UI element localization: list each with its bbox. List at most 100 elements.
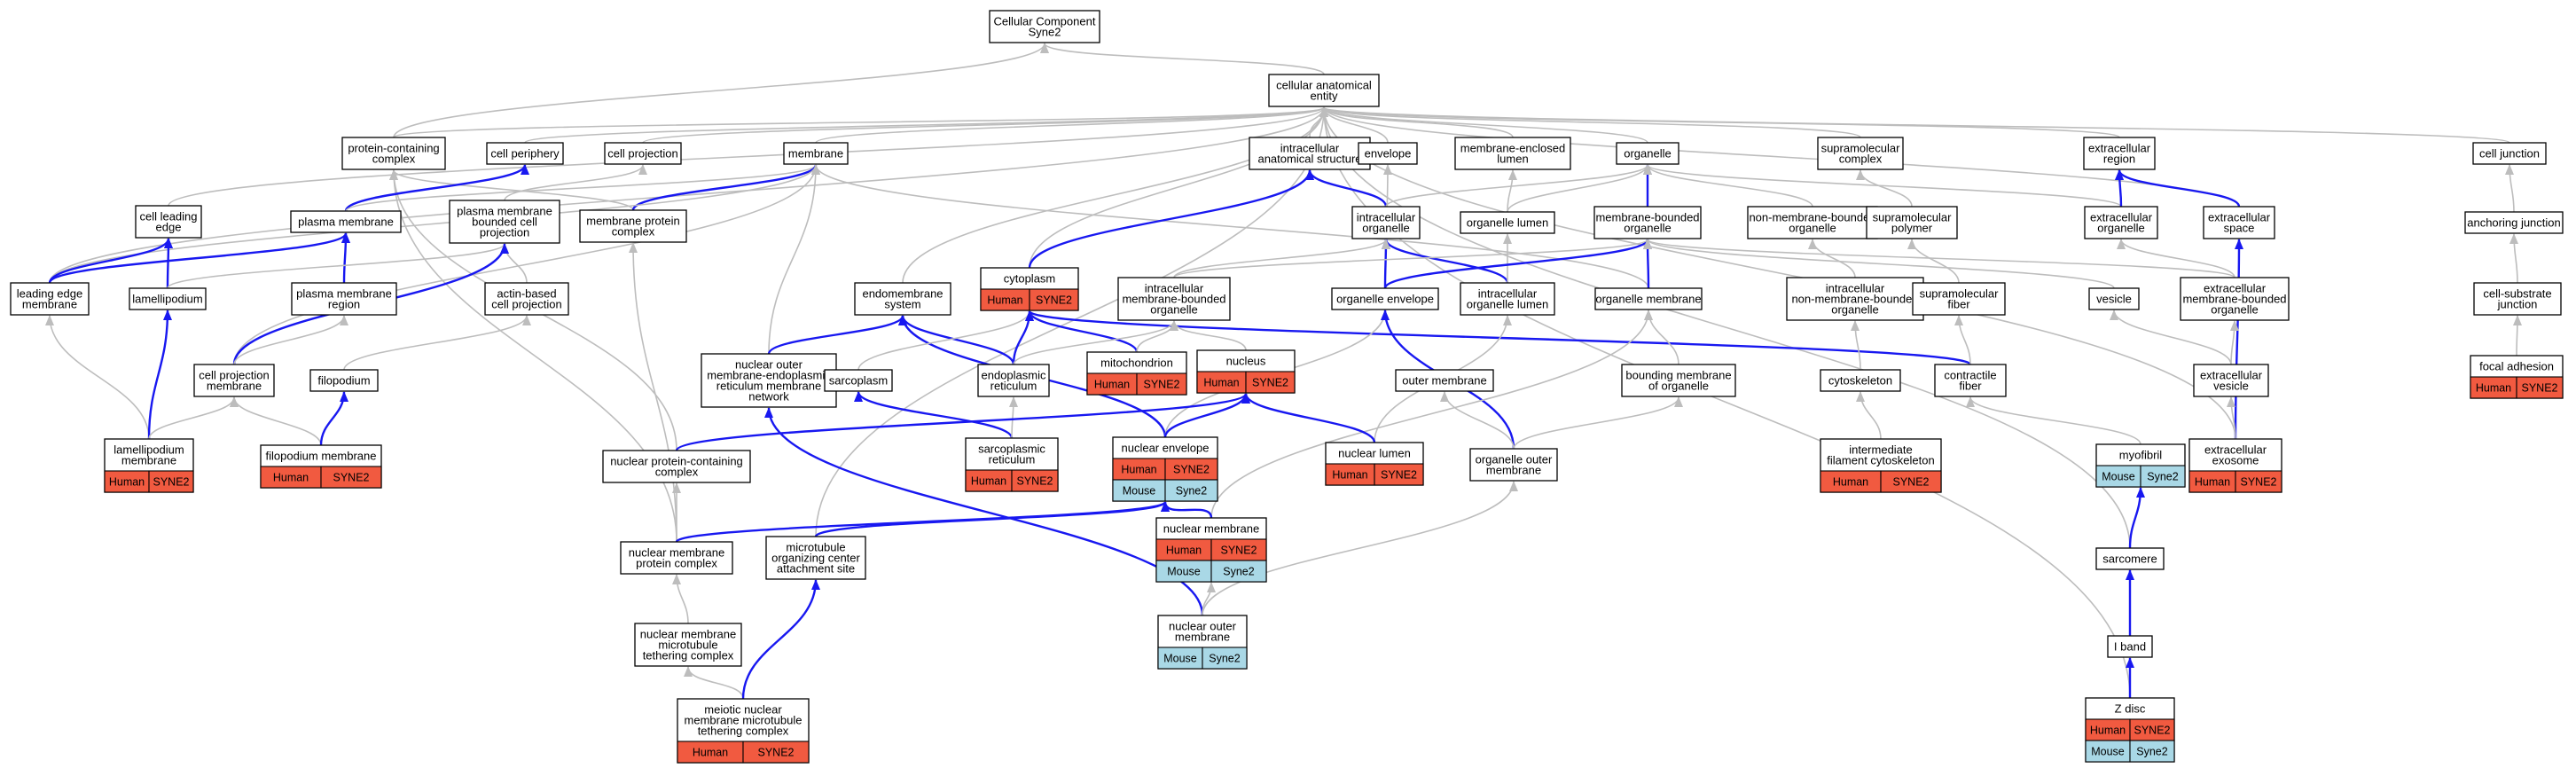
node-label: projection [480, 226, 529, 239]
node-omem[interactable]: organelle membrane [1594, 287, 1703, 310]
node-cj[interactable]: cell junction [2472, 142, 2547, 165]
node-label: nuclear outer [735, 358, 803, 372]
node-label: anatomical structure [1257, 153, 1361, 166]
node-pm[interactable]: plasma membrane [290, 210, 402, 233]
node-box [1460, 282, 1555, 316]
node-oenv[interactable]: organelle envelope [1331, 287, 1439, 310]
node-label: intracellular [1826, 282, 1885, 295]
edge-cproj-to-cae [642, 106, 1328, 144]
node-org[interactable]: organelle [1616, 142, 1679, 165]
node-env[interactable]: envelope [1358, 142, 1418, 165]
node-sarco[interactable]: sarcoplasm [824, 369, 893, 392]
node-noemrn[interactable]: nuclear outermembrane-endoplasmicreticul… [701, 353, 837, 408]
node-label: nuclear protein-containing [610, 455, 743, 468]
node-label: Syne2 [1029, 26, 1061, 39]
node-iband[interactable]: I band [2107, 635, 2153, 658]
node-box [634, 623, 742, 667]
mouse-badge [1112, 479, 1166, 502]
node-aj[interactable]: anchoring junction [2464, 211, 2564, 234]
node-cytsk[interactable]: cytoskeleton [1820, 369, 1901, 392]
edge-cyto-to-ias [1028, 169, 1314, 269]
edge-pcc-to-cc [393, 43, 1049, 138]
edge-imbo-to-io [1173, 239, 1390, 278]
node-label: membrane-bounded [2182, 293, 2286, 306]
mouse-badge [1210, 560, 1267, 583]
node-inmbo[interactable]: intracellularnon-membrane-boundedorganel… [1786, 277, 1924, 321]
node-label: intracellular [1280, 142, 1340, 155]
node-sarcm[interactable]: sarcomere [2095, 547, 2165, 570]
node-label: lamellipodium [114, 443, 184, 457]
human-badge-label: Human [1332, 469, 1367, 482]
human-badge [148, 470, 194, 493]
node-olum[interactable]: organelle lumen [1460, 211, 1555, 234]
edge-sr-to-sarco [854, 391, 1014, 439]
edge-noemrn-to-memb [768, 164, 820, 355]
node-filo[interactable]: filopodium [309, 369, 379, 392]
human-badge [1011, 469, 1059, 492]
node-ves[interactable]: vesicle [2088, 287, 2140, 310]
node-cper[interactable]: cell periphery [486, 142, 564, 165]
node-box [783, 142, 849, 165]
node-label: membrane-endoplasmic [707, 369, 831, 382]
node-cproj[interactable]: cell projection [604, 142, 682, 165]
node-label: microtubule [786, 541, 845, 554]
edge-mtoc-to-nenv [814, 500, 1170, 538]
human-badge-label: Human [2476, 382, 2511, 395]
node-outm[interactable]: outer membrane [1395, 369, 1494, 392]
node-lam[interactable]: lamellipodium [129, 287, 207, 310]
node-label: contractile [1944, 369, 1996, 382]
node-memb[interactable]: membrane [783, 142, 849, 165]
